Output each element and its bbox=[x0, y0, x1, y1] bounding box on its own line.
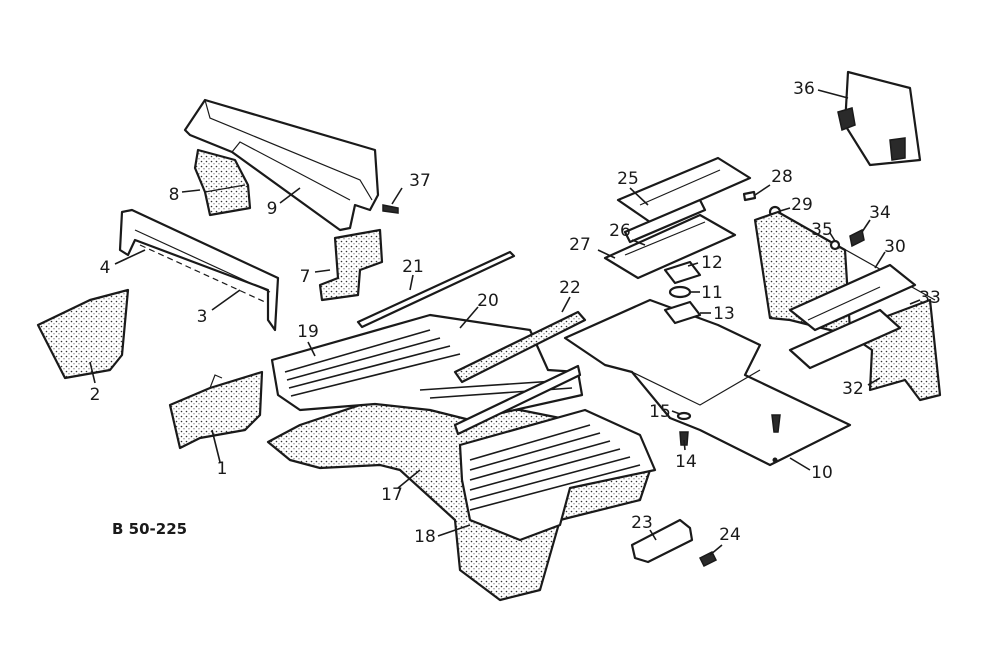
leader-lines bbox=[89, 89, 921, 556]
part-19-left-mat bbox=[270, 313, 584, 422]
callout-25: 25 bbox=[617, 169, 639, 189]
callout-22: 22 bbox=[559, 278, 581, 298]
part-25-seat-rail bbox=[616, 156, 752, 224]
callout-26: 26 bbox=[609, 221, 631, 241]
callout-32: 32 bbox=[842, 379, 864, 399]
callout-19: 19 bbox=[297, 322, 319, 342]
part-18-front-mat bbox=[458, 408, 657, 542]
callout-13: 13 bbox=[713, 304, 735, 324]
part-28-pin bbox=[742, 190, 757, 202]
callout-8: 8 bbox=[169, 185, 180, 205]
part-11-12-13-isolator bbox=[663, 260, 702, 325]
part-9-cowl bbox=[183, 98, 380, 232]
part-30-rail-plate bbox=[788, 263, 917, 370]
part-23-block bbox=[630, 518, 694, 564]
callout-11: 11 bbox=[701, 283, 723, 303]
callout-29: 29 bbox=[791, 195, 813, 215]
part-3-4-bracket bbox=[118, 208, 280, 332]
callout-12: 12 bbox=[701, 253, 723, 273]
callout-21: 21 bbox=[402, 257, 424, 277]
part-10-floor-plate bbox=[563, 298, 852, 467]
callout-33: 33 bbox=[919, 288, 941, 308]
part-37-screw bbox=[382, 204, 399, 214]
callout-labels: 1 2 3 4 7 8 9 10 11 12 13 14 15 17 18 19… bbox=[90, 79, 941, 547]
part-24-screw bbox=[698, 550, 718, 568]
part-34-35-fasteners bbox=[829, 228, 865, 251]
callout-10: 10 bbox=[811, 463, 833, 483]
callout-24: 24 bbox=[719, 525, 741, 545]
part-7-plate bbox=[318, 228, 384, 302]
figure-code: B 50-225 bbox=[112, 520, 187, 538]
callout-34: 34 bbox=[869, 203, 891, 223]
callout-35: 35 bbox=[811, 220, 833, 240]
callout-9: 9 bbox=[267, 199, 278, 219]
part-14-15-bolt bbox=[676, 411, 692, 446]
callout-30: 30 bbox=[884, 237, 906, 257]
callout-37: 37 bbox=[409, 171, 431, 191]
callout-4: 4 bbox=[100, 258, 111, 278]
part-26-27-seat-rail bbox=[603, 198, 737, 280]
part-22-angle-strip bbox=[453, 310, 587, 436]
callout-27: 27 bbox=[569, 235, 591, 255]
callout-3: 3 bbox=[197, 307, 208, 327]
part-21-strip bbox=[356, 250, 516, 329]
callout-17: 17 bbox=[381, 485, 403, 505]
part-8-bracket bbox=[193, 148, 252, 217]
callout-1: 1 bbox=[217, 459, 228, 479]
callout-20: 20 bbox=[477, 291, 499, 311]
callout-23: 23 bbox=[631, 513, 653, 533]
part-1-bracket bbox=[168, 370, 264, 450]
part-2-panel bbox=[36, 288, 130, 380]
callout-15: 15 bbox=[649, 402, 671, 422]
callout-28: 28 bbox=[771, 167, 793, 187]
callout-14: 14 bbox=[675, 452, 697, 472]
callout-7: 7 bbox=[300, 267, 311, 287]
part-36-hinge-plate bbox=[837, 70, 922, 167]
callout-36: 36 bbox=[793, 79, 815, 99]
callout-18: 18 bbox=[414, 527, 436, 547]
callout-2: 2 bbox=[90, 385, 101, 405]
